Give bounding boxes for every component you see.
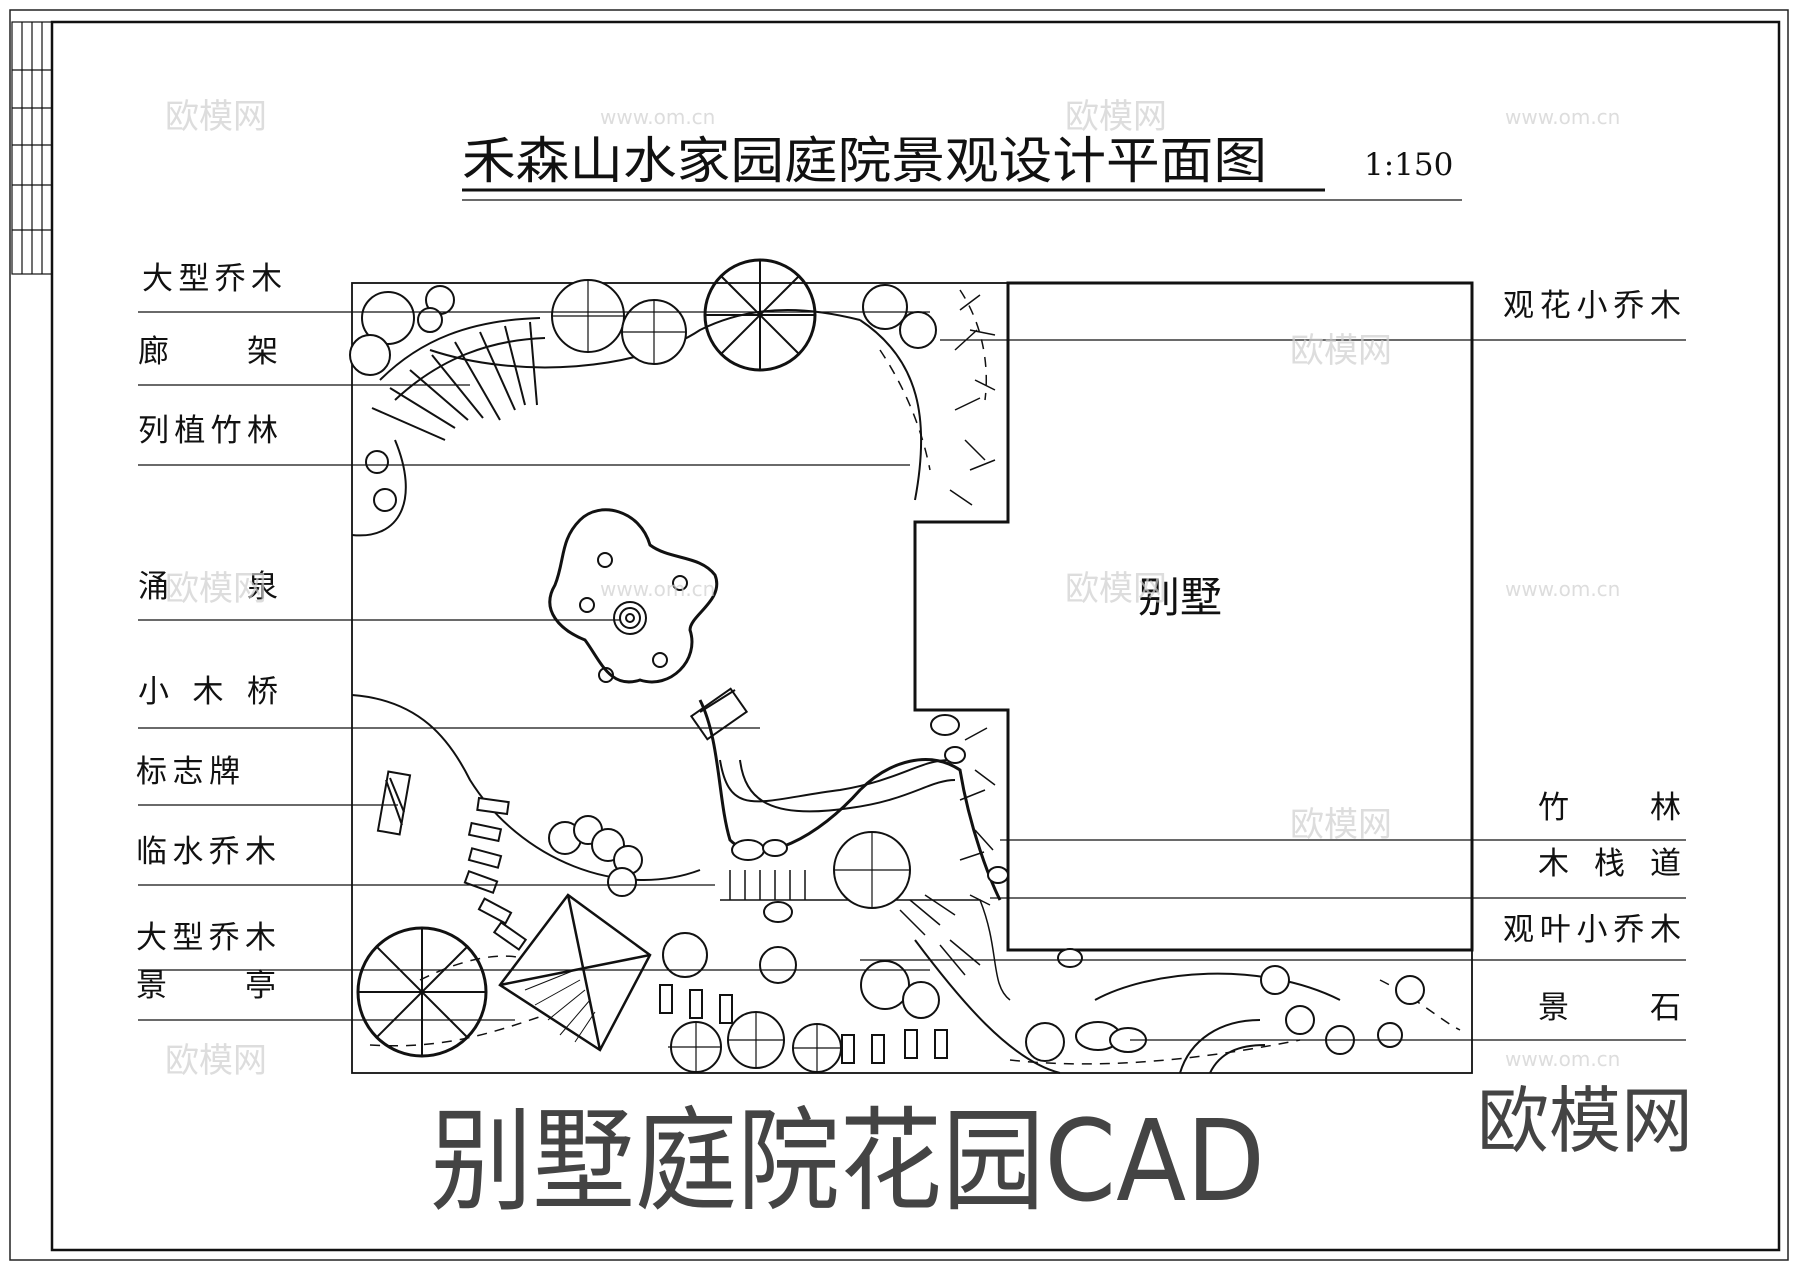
label-small-bridge: 小木桥 [138, 674, 278, 710]
label-signboard: 标志牌 [136, 754, 240, 790]
large-tree-bottom [356, 926, 488, 1058]
brand-logo-text: 欧模网 [1477, 1079, 1693, 1163]
leader-lines-right [860, 339, 1686, 1041]
label-flowering-tree: 观花小乔木 [1503, 288, 1681, 324]
pavilion-hatch [524, 969, 596, 1043]
bamboo-grove-right [959, 727, 996, 906]
outer-border [9, 9, 1789, 1261]
dashed-edges [369, 289, 1461, 1065]
leader-lines-left [138, 311, 930, 1021]
villa-outline [913, 281, 1474, 952]
left-label-column: 大型乔木 廊架 列植竹林 涌泉 小木桥 标志牌 临水乔木 大型乔木 景亭 [136, 261, 282, 1004]
watermark-url: www.om.cn [1505, 105, 1620, 129]
pergola [371, 317, 546, 441]
small-wooden-bridge [689, 687, 749, 741]
pavilion [498, 893, 652, 1052]
stream [698, 699, 1002, 901]
landscape-rocks [731, 714, 1147, 1053]
watermark-logo: 欧模网 [165, 569, 267, 609]
plan-title: 禾森山水家园庭院景观设计平面图 [462, 132, 1267, 190]
bamboo-grove-top [949, 294, 996, 506]
label-pergola: 廊架 [138, 334, 278, 370]
watermark-url: www.om.cn [600, 577, 715, 601]
scale-label: 1:150 [1364, 147, 1453, 183]
label-waterside-tree: 临水乔木 [136, 834, 276, 870]
watermark-logo: 欧模网 [165, 1041, 267, 1081]
title-block-strip [11, 21, 53, 275]
fountain-pond [548, 508, 719, 684]
watermark-url: www.om.cn [1505, 577, 1620, 601]
watermark-logo: 欧模网 [165, 97, 267, 137]
watermark-logo: 欧模网 [1065, 569, 1167, 609]
fountain-jet-center [579, 552, 688, 683]
label-boardwalk: 木栈道 [1538, 846, 1681, 882]
label-large-tree-2: 大型乔木 [136, 920, 276, 956]
label-bamboo-row: 列植竹林 [138, 413, 278, 449]
banner-text: 别墅庭院花园CAD [430, 1097, 1265, 1227]
label-large-tree-1: 大型乔木 [142, 261, 282, 297]
watermark-url: www.om.cn [600, 105, 715, 129]
label-bamboo: 竹林 [1538, 790, 1681, 826]
large-tree-top [703, 258, 817, 372]
medium-tree-spokes [552, 280, 910, 1072]
label-pavilion: 景亭 [136, 968, 276, 1004]
watermark-logo: 欧模网 [1290, 805, 1392, 845]
label-foliage-tree: 观叶小乔木 [1503, 912, 1681, 948]
label-landscape-stone: 景石 [1538, 990, 1681, 1026]
watermark-logo: 欧模网 [1065, 97, 1167, 137]
inner-border [50, 20, 1781, 1252]
wooden-boardwalk [720, 870, 1011, 1001]
right-label-column: 观花小乔木 竹林 木栈道 观叶小乔木 景石 [1503, 288, 1681, 1026]
watermark-logo: 欧模网 [1290, 331, 1392, 371]
watermarks: 欧模网 www.om.cn 欧模网 www.om.cn 欧模网 欧模网 www.… [165, 97, 1620, 1081]
villa-label: 别墅 [1138, 573, 1222, 622]
signboard [376, 770, 412, 836]
watermark-url: www.om.cn [1505, 1047, 1620, 1071]
